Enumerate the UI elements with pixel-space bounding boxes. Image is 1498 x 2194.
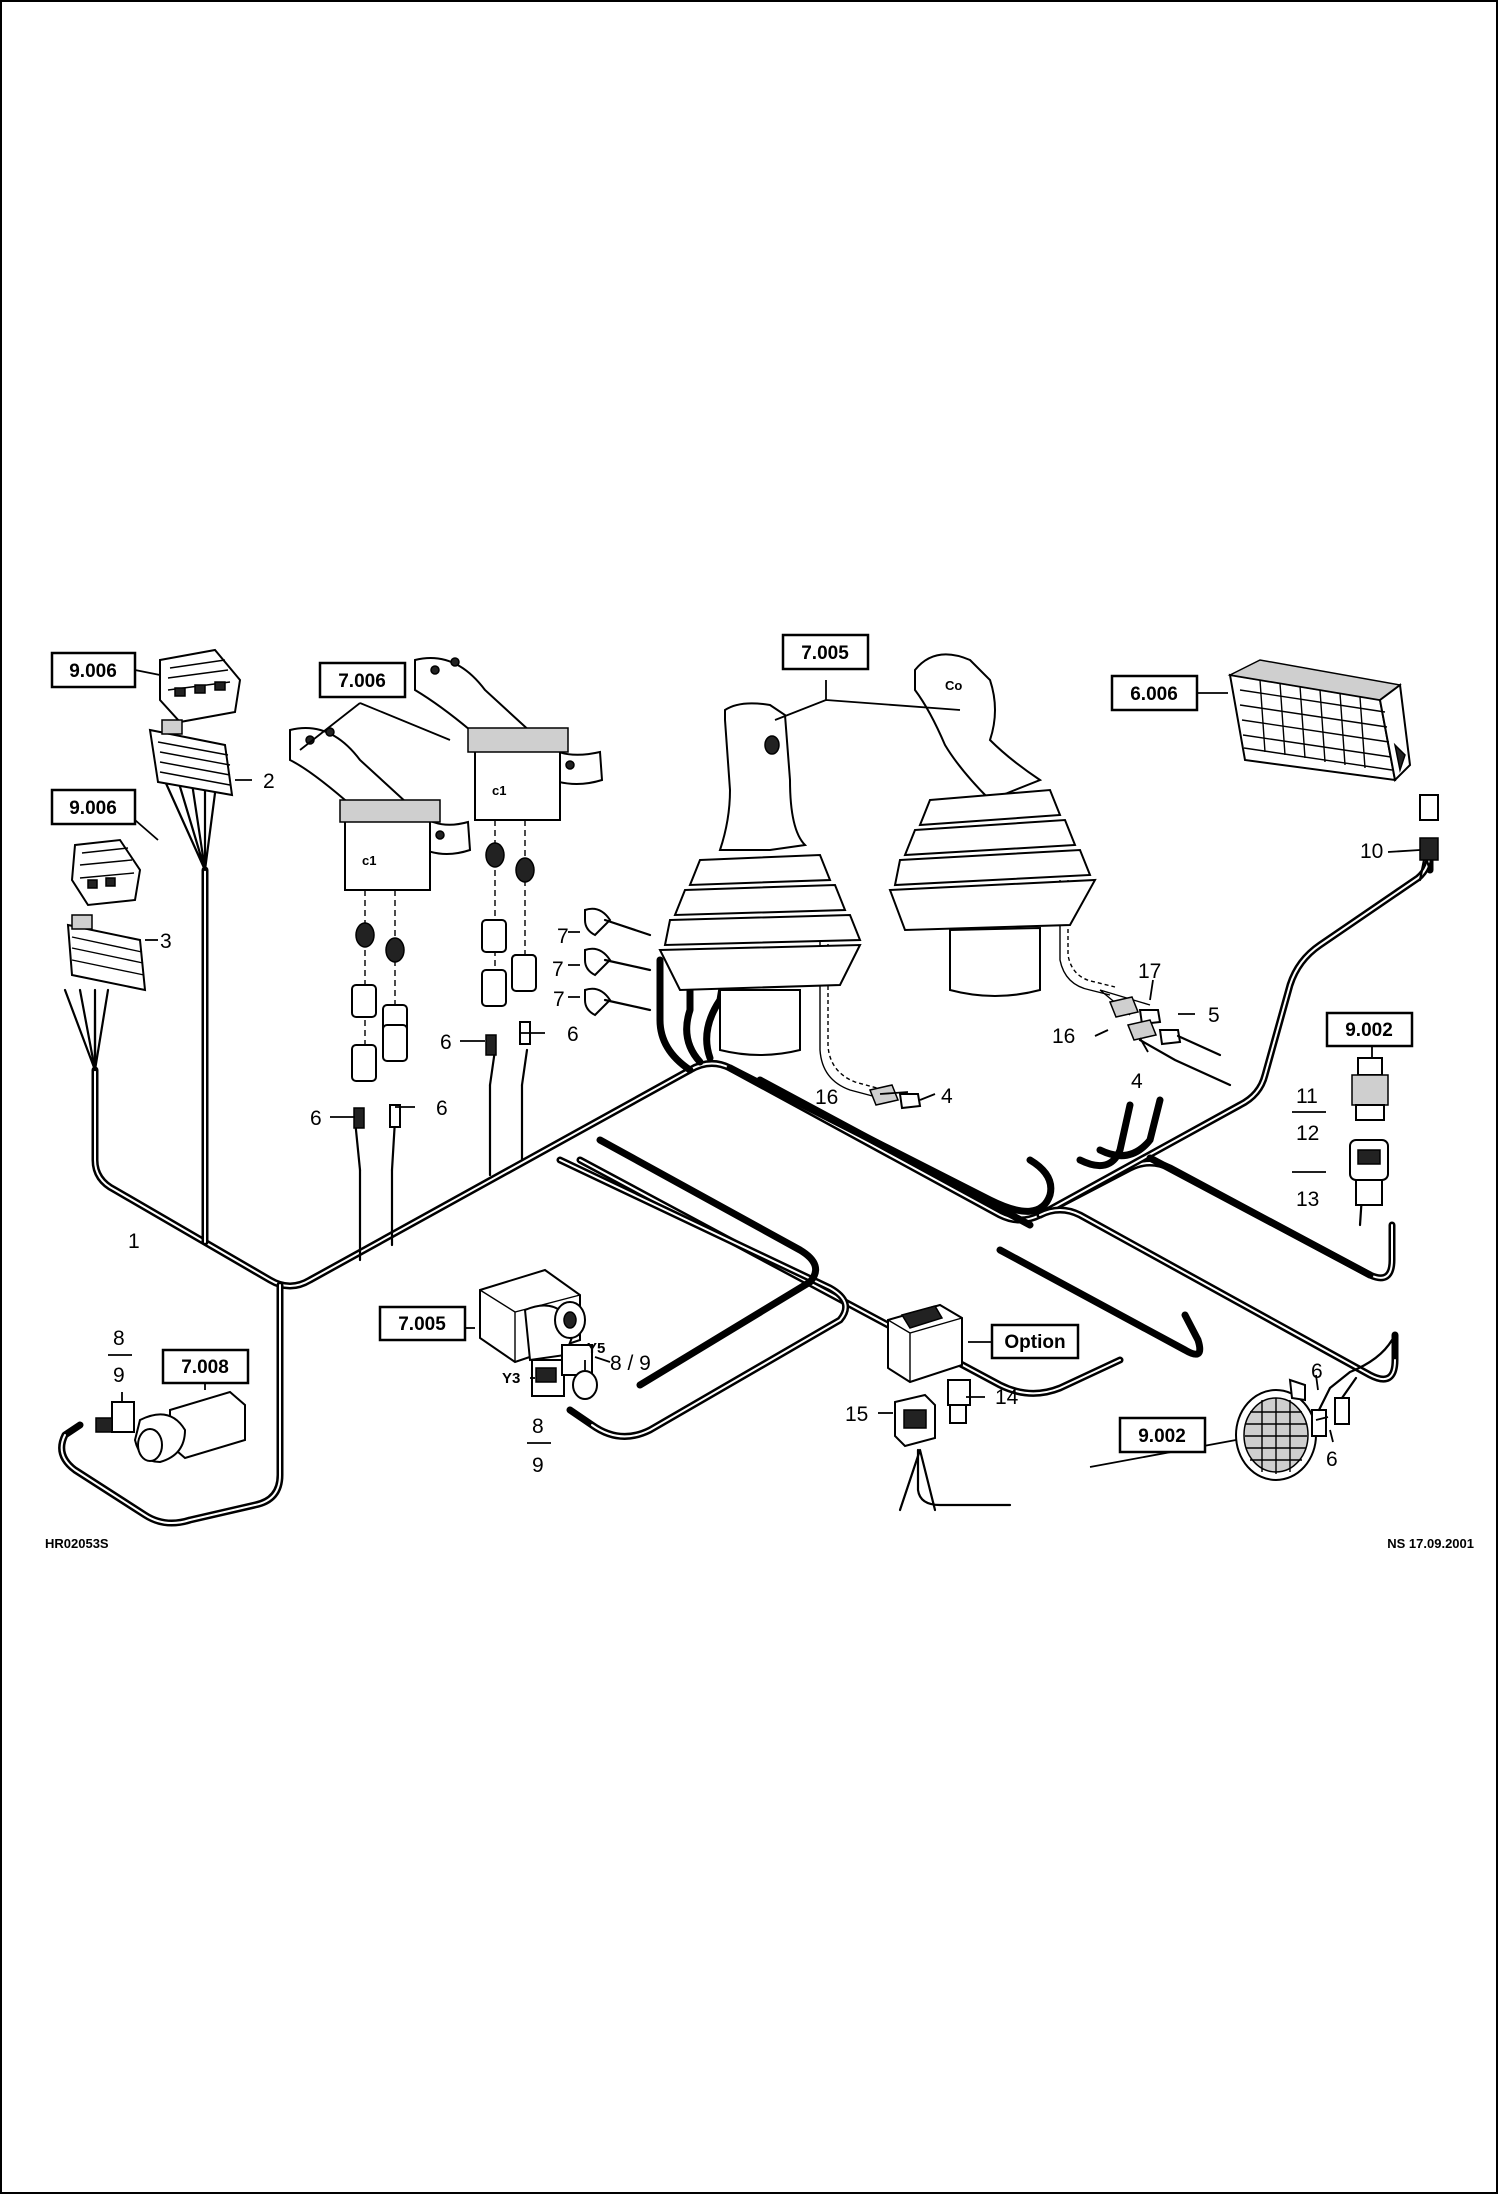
callout-1: 1: [128, 1230, 140, 1253]
ref-box-option: Option: [990, 1323, 1080, 1360]
connector-9006-top: [159, 648, 242, 724]
ref-box-7005-valve: 7.005: [378, 1305, 467, 1342]
connector-9006-mid: [70, 838, 142, 907]
callout-9a: 9: [113, 1364, 125, 1387]
callout-7b: 7: [552, 958, 564, 981]
ref-label-9006-top: 9.006: [69, 661, 117, 682]
callout-16b: 16: [1052, 1025, 1075, 1048]
connector-3: [66, 914, 147, 992]
callout-6f: 6: [1326, 1448, 1338, 1471]
callout-14: 14: [995, 1386, 1019, 1409]
ref-label-9006-mid: 9.006: [69, 798, 117, 819]
ref-box-6006: 6.006: [1110, 674, 1199, 712]
callout-7c: 7: [553, 988, 565, 1011]
ref-label-9002-horn: 9.002: [1138, 1426, 1186, 1447]
callout-4b: 4: [1131, 1070, 1143, 1093]
horn-9002: [1235, 1338, 1394, 1481]
joystick-mark: Co: [945, 678, 962, 693]
ref-box-9002-horn: 9.002: [1118, 1416, 1207, 1454]
callout-8b: 8: [532, 1415, 544, 1438]
callout-12: 12: [1296, 1122, 1319, 1145]
ref-label-7006: 7.006: [338, 671, 386, 692]
foot-pedal-left: c1: [289, 727, 472, 891]
drawing-date: NS 17.09.2001: [1387, 1536, 1474, 1551]
relay-14: [947, 1379, 971, 1424]
ref-label-7005-top: 7.005: [801, 643, 849, 664]
callout-15: 15: [845, 1403, 868, 1426]
valve-7008: [95, 1390, 246, 1464]
callout-8-9: 8 / 9: [610, 1352, 651, 1375]
ref-box-7006: 7.006: [318, 661, 407, 699]
relay-15: [894, 1393, 936, 1448]
label-y3: Y3: [502, 1370, 520, 1387]
ecu-6006: [1227, 659, 1412, 783]
ref-box-9002-top: 9.002: [1325, 1011, 1414, 1048]
small-connectors: [584, 907, 1232, 1110]
leader-lines: [121, 669, 1421, 1468]
callout-2: 2: [263, 770, 275, 793]
callout-6e: 6: [1311, 1360, 1323, 1383]
connector-10: [1419, 794, 1439, 861]
joystick-right: Co: [888, 653, 1097, 997]
foot-pedal-right: c1: [414, 657, 604, 821]
solenoid-valve: [479, 1268, 598, 1400]
callout-6a: 6: [440, 1031, 452, 1054]
callout-6c: 6: [310, 1107, 322, 1130]
ref-box-9006-top: 9.006: [50, 651, 137, 689]
ref-label-option: Option: [1004, 1332, 1065, 1353]
callout-6b: 6: [567, 1023, 579, 1046]
pedal-mark: c1: [492, 783, 506, 798]
callout-17: 17: [1138, 960, 1161, 983]
ref-label-9002-top: 9.002: [1345, 1020, 1393, 1041]
callout-5: 5: [1208, 1004, 1220, 1027]
callout-13: 13: [1296, 1188, 1319, 1211]
connector-2: [148, 719, 234, 797]
pedal-mark: c1: [362, 853, 376, 868]
callouts: 2 3 1 7 7 7 6 6 6 6 16 4 17 5 16 4 10 11…: [108, 770, 1383, 1477]
label-y5: Y5: [587, 1340, 605, 1357]
callout-10: 10: [1360, 840, 1383, 863]
callout-16a: 16: [815, 1086, 838, 1109]
main-harness: [58, 846, 1434, 1527]
callout-9b: 9: [532, 1454, 544, 1477]
callout-6d: 6: [436, 1097, 448, 1120]
callout-3: 3: [160, 930, 172, 953]
ref-label-7008: 7.008: [181, 1357, 229, 1378]
ref-box-7008: 7.008: [161, 1348, 250, 1385]
drawing-code: HR02053S: [45, 1536, 109, 1551]
callout-4a: 4: [941, 1085, 953, 1108]
ref-box-7005-top: 7.005: [781, 633, 870, 671]
option-switch: [887, 1303, 963, 1384]
branch-wires: [63, 768, 1432, 1512]
ref-box-9006-mid: 9.006: [50, 788, 137, 826]
callout-8a: 8: [113, 1327, 125, 1350]
pedal-sensors: [351, 820, 537, 1129]
callout-11: 11: [1296, 1085, 1318, 1108]
ref-label-7005-valve: 7.005: [398, 1314, 446, 1335]
callout-7a: 7: [557, 925, 569, 948]
joystick-left: [658, 702, 862, 1056]
ref-label-6006: 6.006: [1130, 684, 1178, 705]
pressure-switch: [1349, 1057, 1389, 1206]
